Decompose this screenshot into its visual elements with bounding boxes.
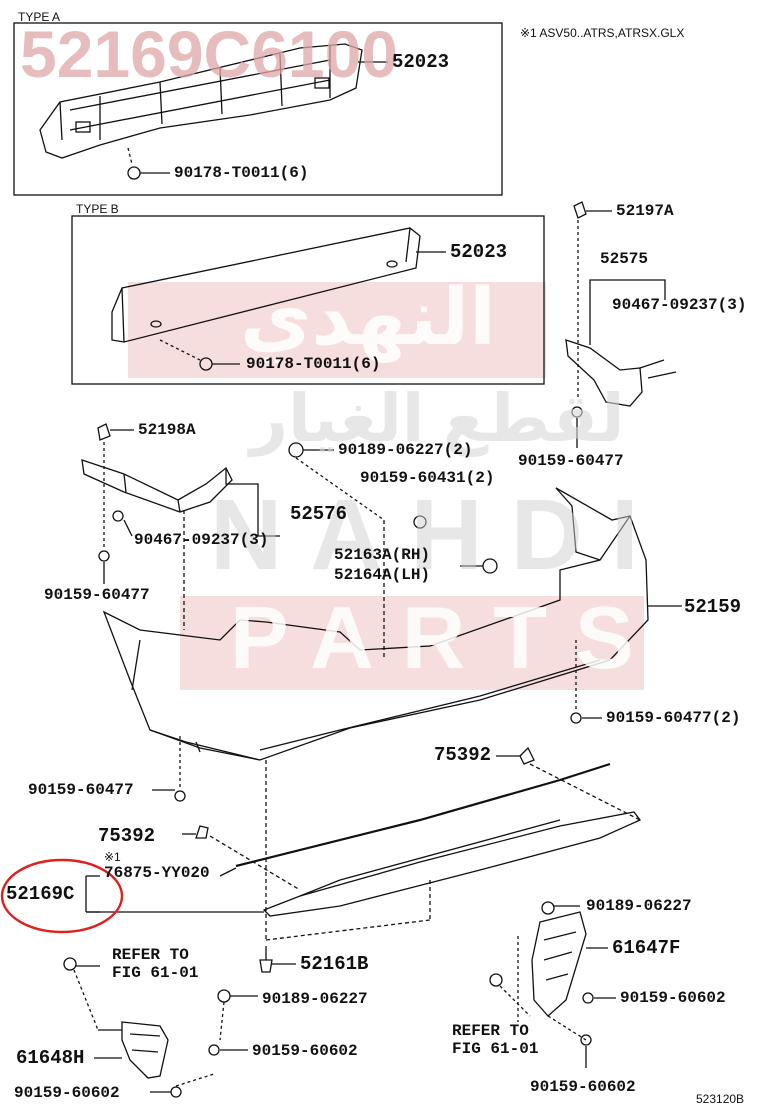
bracket-52576 bbox=[81, 459, 233, 513]
label-90189-06227-right[interactable]: 90189-06227 bbox=[586, 897, 692, 915]
label-52023-type-b[interactable]: 52023 bbox=[450, 241, 508, 263]
watermark-nahdi: NAHDI bbox=[210, 479, 667, 591]
label-90178-type-a[interactable]: 90178-T0011(6) bbox=[174, 164, 309, 182]
label-90159-60602-left[interactable]: 90159-60602 bbox=[252, 1042, 358, 1060]
bracket-61648h bbox=[121, 1021, 169, 1079]
label-note-mark: ※1 bbox=[104, 850, 121, 864]
label-90159-60477-right[interactable]: 90159-60477 bbox=[518, 452, 624, 470]
label-90467-right[interactable]: 90467-09237(3) bbox=[612, 296, 747, 314]
watermark-part-number: 52169C6100 bbox=[20, 17, 399, 91]
watermark-band-top bbox=[128, 282, 546, 378]
type-a-frame bbox=[13, 22, 503, 196]
bumper-cover-52159 bbox=[102, 487, 649, 761]
label-90189-06227-left[interactable]: 90189-06227 bbox=[262, 990, 368, 1008]
label-52198a[interactable]: 52198A bbox=[138, 421, 196, 439]
label-52163a[interactable]: 52163A(RH) bbox=[334, 546, 431, 564]
label-refer-right-1: REFER TO bbox=[452, 1022, 529, 1040]
type-b-title: TYPE B bbox=[76, 202, 119, 216]
label-90159-60602-bottom-left[interactable]: 90159-60602 bbox=[14, 1084, 120, 1102]
diagram-id: 523120B bbox=[696, 1092, 745, 1106]
lower-garnish bbox=[262, 811, 642, 917]
label-52161b[interactable]: 52161B bbox=[300, 953, 369, 975]
label-75392-mid[interactable]: 75392 bbox=[98, 825, 156, 847]
label-refer-left-1: REFER TO bbox=[112, 946, 189, 964]
label-90159-60477-bottom[interactable]: 90159-60477 bbox=[28, 781, 134, 799]
bracket-61647f bbox=[531, 911, 587, 1017]
label-52575[interactable]: 52575 bbox=[600, 250, 649, 268]
label-76875[interactable]: 76875-YY020 bbox=[104, 864, 210, 882]
label-52197a[interactable]: 52197A bbox=[616, 202, 674, 220]
label-refer-left-2[interactable]: FIG 61-01 bbox=[112, 964, 199, 982]
label-90467-left[interactable]: 90467-09237(3) bbox=[134, 531, 269, 549]
watermark-band-bottom bbox=[180, 596, 644, 690]
label-90159-60477-2[interactable]: 90159-60477(2) bbox=[606, 709, 741, 727]
watermark-arabic-bottom: لقطع الغيار bbox=[250, 381, 625, 455]
label-52159[interactable]: 52159 bbox=[684, 596, 742, 618]
type-a-note: ※1 ASV50..ATRS,ATRSX.GLX bbox=[520, 26, 685, 40]
label-90178-type-b[interactable]: 90178-T0011(6) bbox=[246, 355, 381, 373]
label-61648h[interactable]: 61648H bbox=[16, 1047, 85, 1069]
label-52164a[interactable]: 52164A(LH) bbox=[334, 566, 431, 584]
label-52576[interactable]: 52576 bbox=[290, 503, 348, 525]
label-refer-right-2[interactable]: FIG 61-01 bbox=[452, 1040, 539, 1058]
label-90159-60431[interactable]: 90159-60431(2) bbox=[360, 469, 495, 487]
label-90159-60602-right[interactable]: 90159-60602 bbox=[620, 989, 726, 1007]
label-52169c[interactable]: 52169C bbox=[6, 883, 75, 905]
type-b-frame bbox=[71, 215, 545, 385]
label-90189-06227-top[interactable]: 90189-06227(2) bbox=[338, 441, 473, 459]
watermark-parts: PARTS bbox=[230, 588, 662, 687]
type-a-absorber bbox=[39, 43, 363, 159]
label-61647f[interactable]: 61647F bbox=[612, 937, 681, 959]
label-75392-top[interactable]: 75392 bbox=[434, 744, 492, 766]
label-90159-60602-bottom-right[interactable]: 90159-60602 bbox=[530, 1078, 636, 1096]
type-a-title: TYPE A bbox=[18, 10, 61, 24]
label-90159-60477-left[interactable]: 90159-60477 bbox=[44, 586, 150, 604]
highlight-ring bbox=[0, 858, 124, 934]
bracket-52575 bbox=[565, 339, 643, 407]
label-52023-type-a[interactable]: 52023 bbox=[392, 51, 450, 73]
watermark-arabic-top: النهدي bbox=[240, 273, 496, 361]
